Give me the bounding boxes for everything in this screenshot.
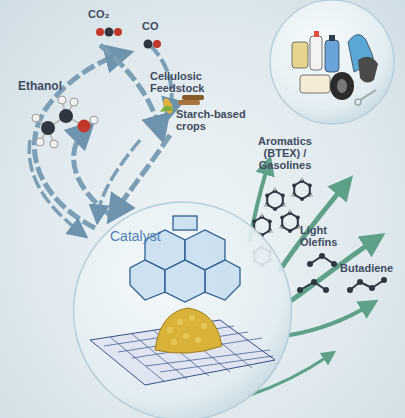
catalyst-bubble: Catalyst: [70, 200, 295, 418]
text-label: Starch-based crops: [176, 108, 250, 132]
node-title: Catalyst: [110, 228, 161, 244]
text-label: CO: [142, 20, 172, 32]
text-label: Butadiene: [340, 262, 404, 274]
bubble-outline: [70, 200, 295, 418]
text-label: Cellulosic Feedstock: [150, 70, 212, 94]
text-label: Aromatics (BTEX) / Gasolines: [245, 135, 325, 171]
text-label: Ethanol: [18, 80, 78, 92]
text-label: CO₂: [88, 8, 118, 20]
text-label: Light Olefins: [300, 224, 348, 248]
